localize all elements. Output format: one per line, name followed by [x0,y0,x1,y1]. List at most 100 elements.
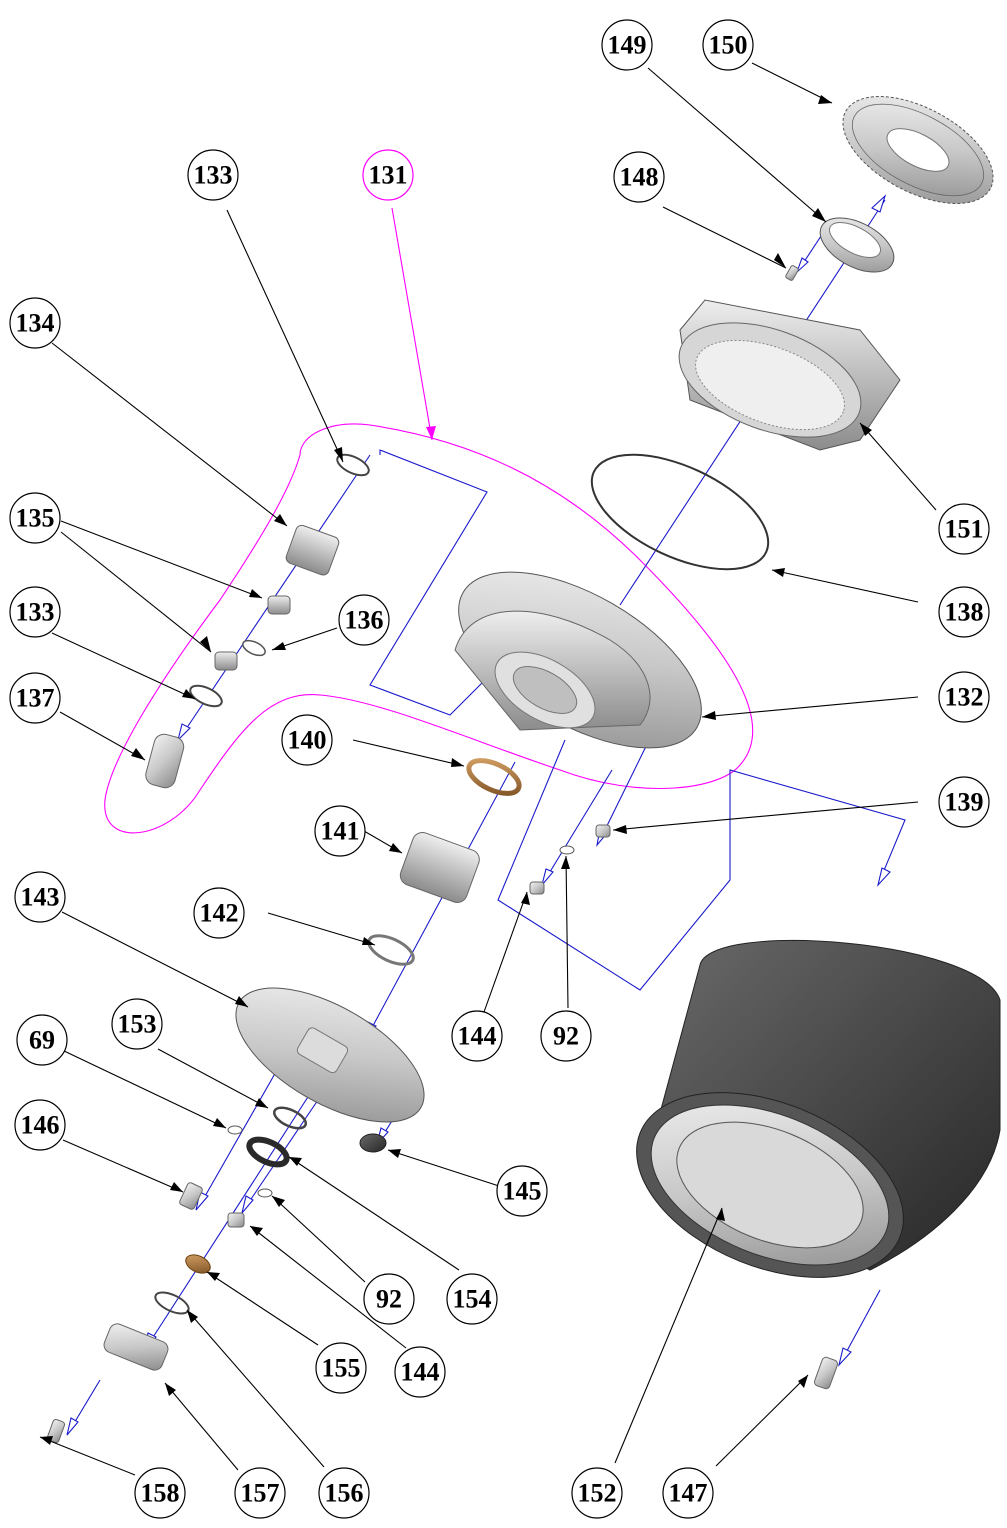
callout-138: 138 [938,586,990,638]
callout-circle [362,149,414,201]
callout-label: 144 [401,1358,440,1387]
washer-133-top [336,453,370,477]
callout-label: 92 [376,1285,402,1314]
callout-150: 150 [702,19,754,71]
cover-plate-143 [235,987,425,1123]
o-ring-156 [154,1291,190,1315]
callout-label: 149 [608,31,647,60]
callout-149: 149 [601,19,653,71]
callout-label: 92 [553,1022,579,1051]
leader-arrowheads [40,95,872,1445]
washer-92-upper [559,845,575,855]
callout-133: 133 [187,149,239,201]
callout-134: 134 [9,297,61,349]
callout-158: 158 [134,1467,186,1519]
sun-gear-141 [399,831,480,903]
callout-circle [613,151,665,203]
callout-circle [315,1342,367,1394]
callout-133: 133 [9,586,61,638]
callout-132: 132 [938,671,990,723]
bearing-135-a [267,595,291,615]
callout-152: 152 [571,1467,623,1519]
callout-circle [318,1467,370,1519]
callout-circle [187,149,239,201]
callout-label: 150 [709,31,748,60]
callout-circle [338,594,390,646]
callout-circle [662,1467,714,1519]
callout-label: 157 [241,1479,280,1508]
callout-label: 141 [321,817,360,846]
callout-label: 144 [458,1022,497,1051]
callout-label: 133 [16,598,55,627]
callout-circle [9,586,61,638]
hub-housing-152 [636,940,1001,1278]
callout-circle [9,297,61,349]
callout-circle [938,671,990,723]
callout-label: 152 [578,1479,617,1508]
retaining-ring-142 [367,934,415,966]
callout-label: 153 [118,1010,157,1039]
callout-circle [14,1099,66,1151]
callout-131: 131 [362,149,414,201]
callout-circle [496,1165,548,1217]
callout-147: 147 [662,1467,714,1519]
callout-69: 69 [16,1014,68,1066]
callout-label: 158 [141,1479,180,1508]
callout-143: 143 [14,871,66,923]
pin-148 [785,265,799,281]
callout-label: 134 [16,309,55,338]
callout-148: 148 [613,151,665,203]
bolt-147 [813,1356,839,1390]
leader-lines [39,62,937,1476]
callout-146: 146 [14,1099,66,1151]
callout-label: 148 [620,163,659,192]
callout-157: 157 [234,1467,286,1519]
callout-142: 142 [193,887,245,939]
callout-145: 145 [496,1165,548,1217]
callout-label: 155 [322,1354,361,1383]
bolt-146 [179,1182,203,1210]
seal-154 [246,1136,290,1168]
callout-circle [451,1010,503,1062]
callout-circle [938,776,990,828]
callout-92: 92 [540,1010,592,1062]
gear-150 [842,96,994,204]
callout-140: 140 [281,714,333,766]
callout-154: 154 [446,1273,498,1325]
subassembly-131-outline [104,423,754,834]
shaft-137 [145,733,185,789]
callout-label: 136 [345,606,384,635]
carrier-housing-132 [454,571,702,749]
callout-circle [111,998,163,1050]
callout-label: 146 [21,1111,60,1140]
callout-label: 132 [945,683,984,712]
planet-gear-134 [285,524,340,576]
callout-circle [394,1346,446,1398]
callout-137: 137 [9,672,61,724]
callout-circle [938,503,990,555]
callout-circle [363,1273,415,1325]
washer-133-lower [189,684,223,708]
callout-144: 144 [394,1346,446,1398]
callout-label: 142 [200,899,239,928]
callout-circle [571,1467,623,1519]
plug-145 [359,1133,387,1153]
callout-136: 136 [338,594,390,646]
callout-label: 139 [945,788,984,817]
callout-circle [601,19,653,71]
callout-label: 140 [288,726,327,755]
callout-155: 155 [315,1342,367,1394]
callout-circle [446,1273,498,1325]
callout-label: 69 [29,1026,55,1055]
washer-69 [227,1125,243,1135]
washer-92-lower [257,1188,273,1198]
callout-circle [314,805,366,857]
callout-151: 151 [938,503,990,555]
plug-144-upper [529,881,545,895]
callout-144: 144 [451,1010,503,1062]
spacer-136 [242,639,266,657]
callout-139: 139 [938,776,990,828]
ring-gear-151 [678,299,901,451]
